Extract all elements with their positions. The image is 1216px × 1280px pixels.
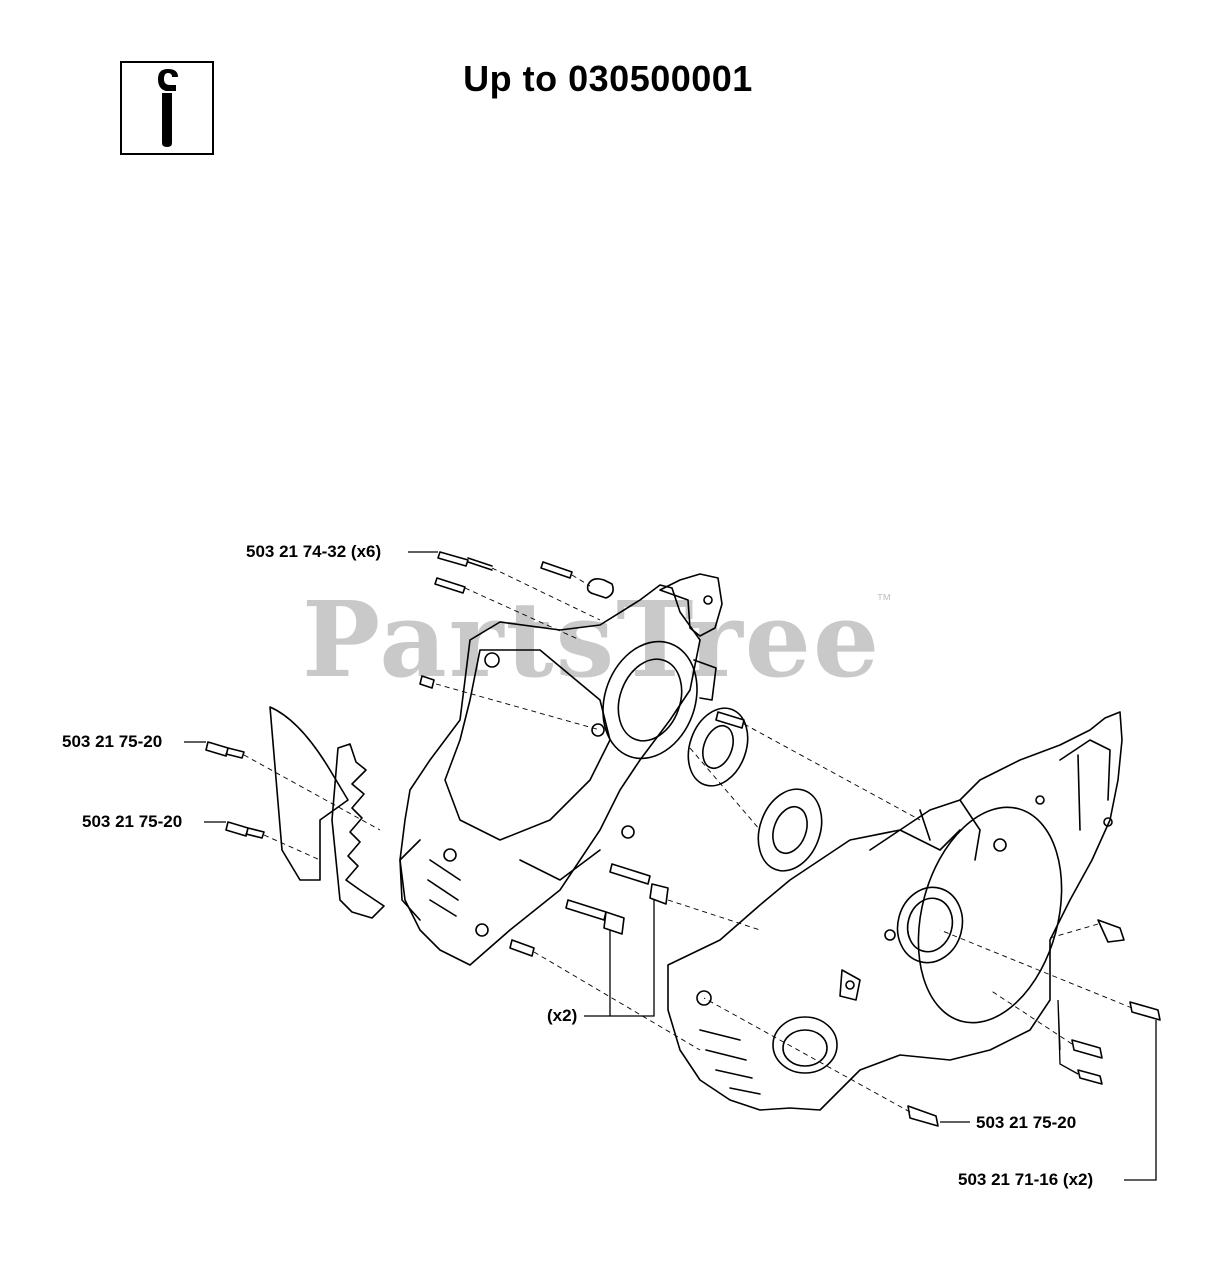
trademark-symbol: ™ — [876, 592, 892, 609]
callout-qty-x2: (x2) — [547, 1006, 578, 1025]
callout-screw-bottom-right: 503 21 75-20 — [976, 1113, 1077, 1132]
mount-bracket — [659, 573, 723, 637]
callout-screw-far-right: 503 21 71-16 (x2) — [958, 1170, 1094, 1189]
bearing-right — [757, 788, 823, 872]
cutter-plate — [331, 743, 385, 919]
top-fasteners — [419, 551, 745, 729]
guard-plate — [269, 706, 349, 881]
left-crankcase-half — [399, 584, 701, 966]
tool-info-icon — [120, 61, 214, 155]
callout-screw-top: 503 21 74-32 (x6) — [246, 542, 382, 561]
watermark-logo: PartsTree — [302, 578, 882, 701]
wrench-icon — [158, 69, 178, 147]
bearing-left — [687, 707, 749, 787]
callout-screw-left-upper: 503 21 75-20 — [62, 732, 163, 751]
callout-screw-left-lower: 503 21 75-20 — [82, 812, 183, 831]
page-title: Up to 030500001 — [463, 58, 753, 99]
